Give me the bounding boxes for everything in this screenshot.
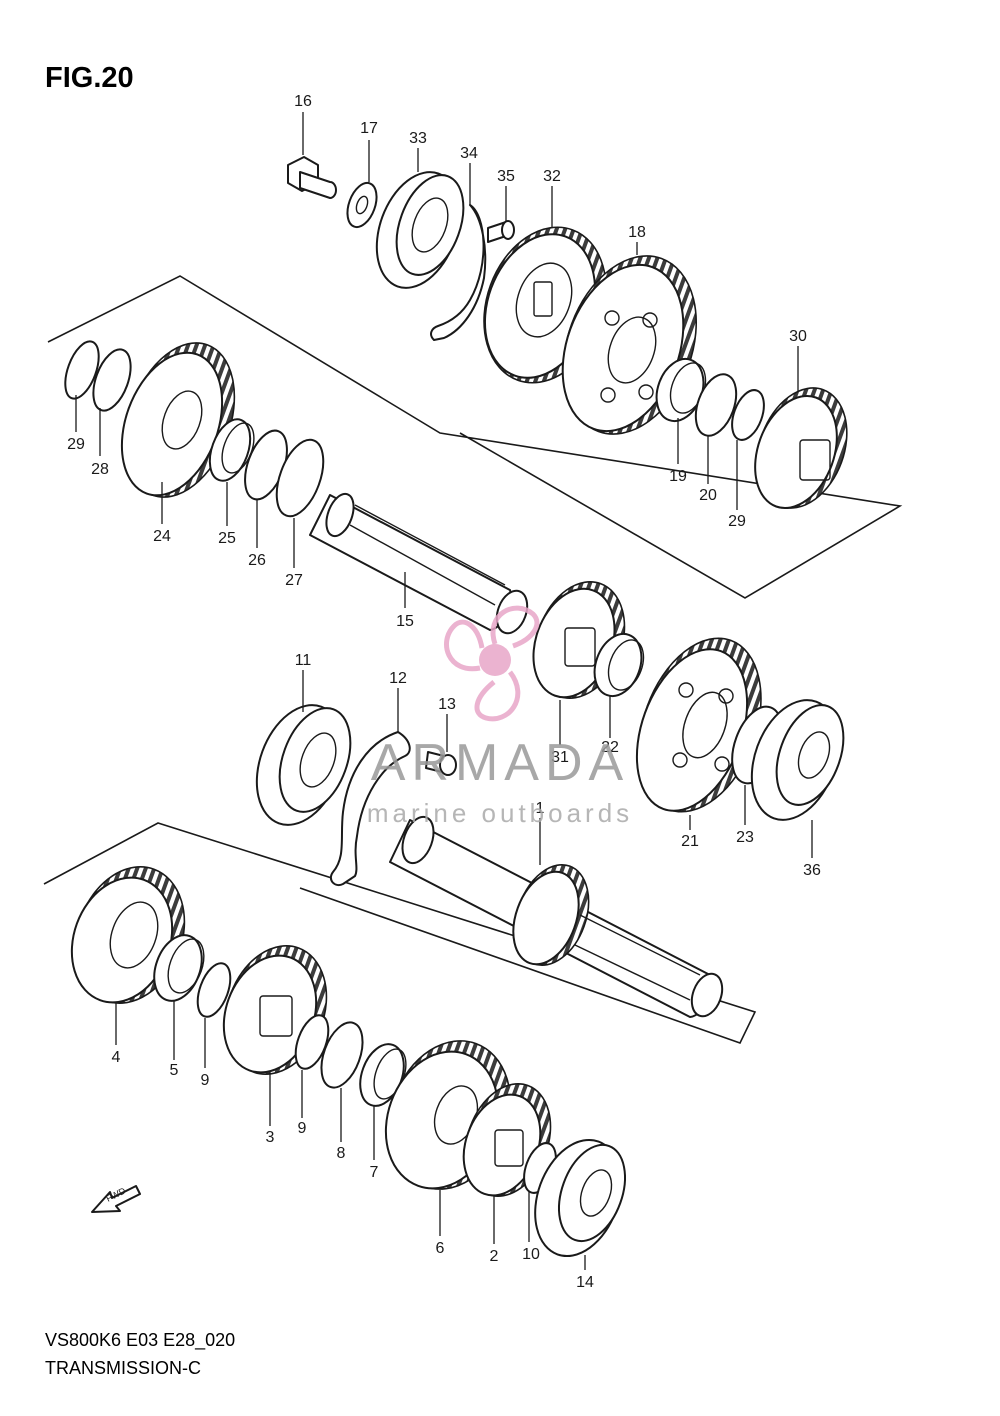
callout-32: 32 [543, 168, 561, 185]
bearing-11 [255, 704, 352, 826]
circlip-9-upper [196, 962, 232, 1018]
shaft-15 [309, 492, 529, 635]
circlip-29-left [64, 340, 100, 400]
callout-31: 31 [551, 749, 569, 766]
callout-35: 35 [497, 168, 515, 185]
watermark-tagline: marine outboards [367, 798, 633, 828]
callout-14: 14 [576, 1274, 594, 1291]
assembly-boundary-lower [43, 822, 757, 1044]
callout-7: 7 [370, 1164, 379, 1181]
callout-5: 5 [170, 1062, 179, 1079]
callout-29: 29 [67, 436, 85, 453]
callout-11: 11 [295, 652, 312, 669]
retainer-34 [430, 204, 487, 341]
figure-title: FIG.20 [45, 62, 134, 94]
callout-21: 21 [681, 833, 699, 850]
assembly-boundary-upper [47, 275, 903, 599]
bushing-22 [593, 633, 645, 697]
fwd-arrow-icon [91, 1185, 141, 1213]
callout-18: 18 [628, 224, 646, 241]
gear-21 [635, 637, 762, 813]
callout-15: 15 [396, 613, 414, 630]
bolt-16 [287, 156, 337, 199]
shaft-1 [389, 815, 724, 1018]
callout-25: 25 [218, 530, 236, 547]
bushing-5 [153, 934, 205, 1002]
callout-29: 29 [728, 513, 746, 530]
callout-12: 12 [389, 670, 407, 687]
gear-30 [754, 387, 848, 510]
callout-6: 6 [436, 1240, 445, 1257]
callout-23: 23 [736, 829, 754, 846]
watermark: ARMADA marine outboards [367, 605, 633, 828]
callout-17: 17 [360, 120, 378, 137]
callout-16: 16 [294, 93, 312, 110]
callout-19: 19 [669, 468, 687, 485]
callout-30: 30 [789, 328, 807, 345]
washer-8 [320, 1021, 364, 1089]
screw-13 [425, 751, 457, 776]
bearing-36 [750, 699, 845, 821]
callout-4: 4 [112, 1049, 121, 1066]
gear-24 [120, 342, 236, 498]
callout-13: 13 [438, 696, 456, 713]
washer-27 [275, 438, 325, 518]
washer-17-hole [355, 195, 369, 215]
retainer-12 [329, 731, 411, 886]
callout-10: 10 [522, 1246, 540, 1263]
propeller-logo-icon [444, 605, 540, 722]
callout-3: 3 [266, 1129, 275, 1146]
washer-17 [346, 181, 378, 229]
callout-34: 34 [460, 145, 478, 162]
callout-9: 9 [298, 1120, 307, 1137]
callout-2: 2 [490, 1248, 499, 1265]
screw-35 [487, 220, 515, 243]
callout-27: 27 [285, 572, 303, 589]
gear-2 [462, 1083, 552, 1197]
watermark-name: ARMADA [371, 734, 629, 792]
model-code: VS800K6 E03 E28_020 [45, 1330, 236, 1350]
washer-20 [694, 373, 738, 437]
section-title: TRANSMISSION-C [45, 1358, 202, 1378]
washer-28 [92, 348, 132, 412]
bearing-33 [375, 171, 465, 289]
callout-24: 24 [153, 528, 171, 545]
circlip-29-right [731, 389, 765, 441]
callout-22: 22 [601, 739, 619, 756]
callout-9: 9 [201, 1072, 210, 1089]
bearing-14 [534, 1138, 626, 1258]
callout-1: 1 [536, 800, 545, 817]
callout-36: 36 [803, 862, 821, 879]
callout-26: 26 [248, 552, 266, 569]
bushing-25 [208, 418, 255, 482]
callout-33: 33 [409, 130, 427, 147]
callout-28: 28 [91, 461, 109, 478]
callout-8: 8 [337, 1145, 346, 1162]
callout-20: 20 [699, 487, 717, 504]
leader-lines [75, 112, 813, 1270]
